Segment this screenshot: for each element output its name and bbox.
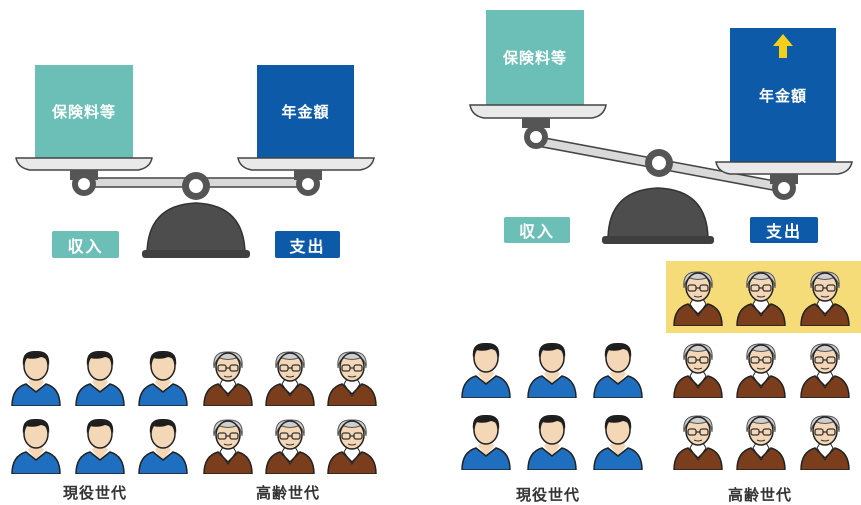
expense-block-label: 年金額	[281, 103, 330, 121]
income-block: 保険料等	[486, 10, 584, 105]
working-person	[8, 346, 64, 406]
working-person	[524, 338, 580, 398]
income-label: 収入	[52, 231, 119, 258]
elderly-person-added	[670, 266, 726, 326]
working-generation-label: 現役世代	[516, 486, 581, 504]
working-generation-label: 現役世代	[63, 484, 128, 502]
elderly-generation-label: 高齢世代	[728, 486, 793, 504]
income-label: 収入	[504, 217, 570, 243]
expense-label: 支出	[750, 217, 818, 243]
elderly-person	[262, 414, 318, 474]
elderly-person	[200, 346, 256, 406]
right-panel-unbalanced: 保険料等 年金額 収入 支出 現役	[430, 0, 861, 504]
elderly-person	[200, 414, 256, 474]
expense-block: 年金額	[257, 65, 354, 158]
left-panel-balanced: 保険料等 年金額 収入 支出 現役世代 高齢世代	[0, 0, 430, 504]
working-person	[458, 338, 514, 398]
expense-block-label: 年金額	[758, 86, 807, 105]
working-person	[72, 346, 128, 406]
working-person	[590, 338, 646, 398]
elderly-person-added	[733, 266, 789, 326]
income-block-label: 保険料等	[51, 103, 116, 121]
balance-scale-level	[15, 157, 375, 258]
elderly-person	[733, 338, 789, 398]
balance-scale-tilted	[469, 34, 853, 244]
working-person	[458, 410, 514, 470]
elderly-generation-label: 高齢世代	[256, 484, 321, 502]
working-person	[135, 414, 191, 474]
working-person	[590, 410, 646, 470]
working-person	[135, 346, 191, 406]
working-person	[8, 414, 64, 474]
income-block: 保険料等	[35, 65, 133, 158]
income-block-label: 保険料等	[502, 49, 567, 67]
elderly-person	[733, 410, 789, 470]
expense-block-enlarged: 年金額	[730, 28, 836, 162]
elderly-person	[324, 346, 380, 406]
working-person	[72, 414, 128, 474]
elderly-person-added	[797, 266, 853, 326]
elderly-person	[797, 338, 853, 398]
elderly-person	[670, 410, 726, 470]
expense-label: 支出	[275, 231, 340, 258]
working-person	[524, 410, 580, 470]
elderly-person	[324, 414, 380, 474]
elderly-person	[670, 338, 726, 398]
increase-arrow-icon	[773, 34, 793, 58]
elderly-person	[262, 346, 318, 406]
elderly-person	[797, 410, 853, 470]
